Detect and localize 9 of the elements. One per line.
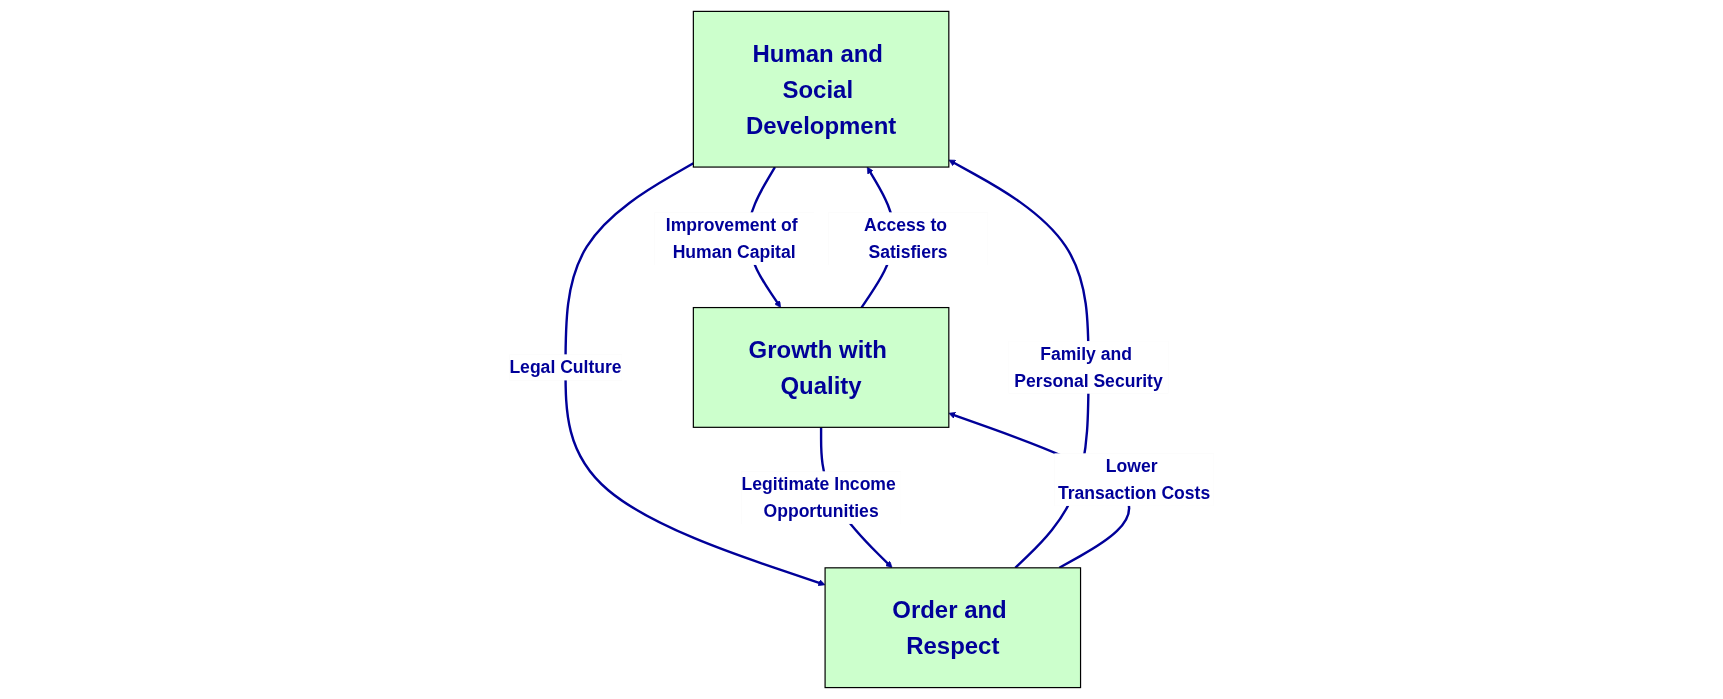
edge-label: Legal Culture — [509, 357, 622, 378]
node-box: Order and Respect — [824, 567, 1081, 689]
edge-label: Legitimate Income Opportunities — [741, 474, 896, 521]
edge-label: Lower Transaction Costs — [1057, 456, 1211, 503]
node-box: Growth with Quality — [692, 307, 950, 428]
edge-label: Family and Personal Security — [1014, 344, 1163, 391]
node-box: Human and Social Development — [692, 10, 950, 168]
edge-label: Improvement of Human Capital — [665, 215, 798, 262]
edge-label: Access to Satisfiers — [863, 215, 948, 262]
